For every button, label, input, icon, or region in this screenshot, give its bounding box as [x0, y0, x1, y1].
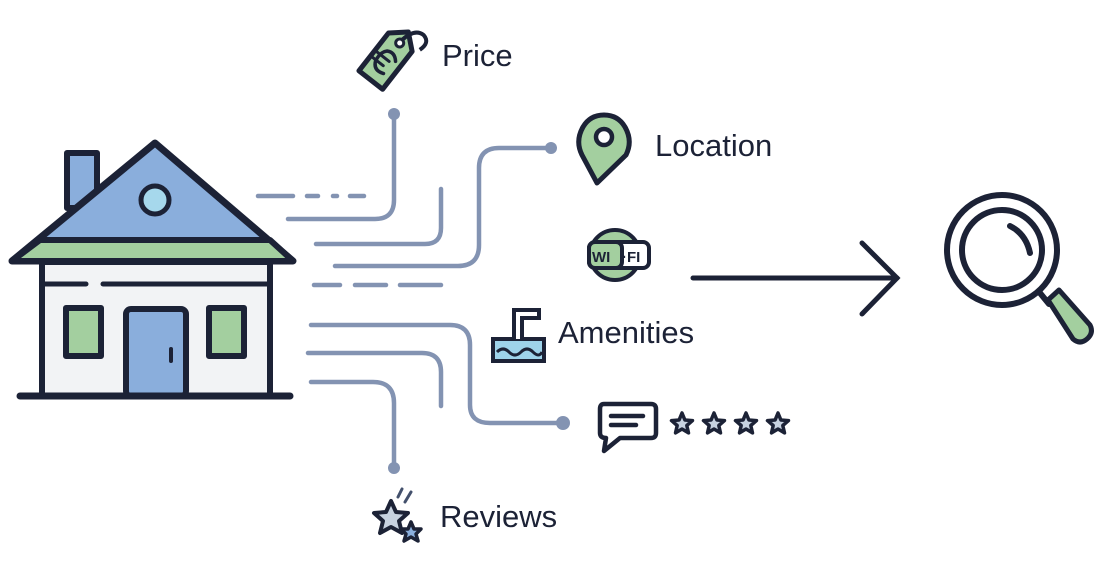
rating-star-icon	[733, 411, 759, 435]
house-icon	[8, 139, 297, 400]
swimming-pool-icon	[491, 308, 546, 363]
euro-price-tag-icon	[356, 29, 429, 92]
connector-price	[285, 111, 397, 222]
roof-eave	[9, 237, 296, 264]
door	[123, 306, 189, 399]
connector-lines	[255, 108, 570, 474]
label-reviews: Reviews	[440, 499, 558, 534]
connector-node	[388, 462, 400, 474]
rating-star-icon	[765, 411, 791, 435]
stars-icon	[372, 487, 423, 543]
connector-node	[556, 416, 570, 430]
connector-location	[332, 145, 554, 269]
connector-node	[388, 108, 400, 120]
arrow-icon	[690, 240, 901, 317]
wifi-badge-icon: WI ·FI	[587, 228, 651, 282]
label-location: Location	[655, 128, 773, 163]
wifi-badge-right: ·FI	[622, 249, 640, 266]
right-window	[206, 305, 247, 359]
label-amenities: Amenities	[558, 315, 695, 350]
connector-node	[545, 142, 557, 154]
left-window	[63, 305, 104, 359]
connector-ratings	[308, 322, 566, 426]
connector-branch	[313, 186, 444, 247]
connector-branch	[305, 350, 444, 409]
connector-reviews	[308, 379, 397, 471]
speech-bubble-icon	[597, 401, 659, 454]
rating-stars	[669, 411, 791, 435]
rating-star-icon	[701, 411, 727, 435]
label-price: Price	[442, 38, 513, 73]
attic-window	[138, 183, 172, 217]
map-pin-icon	[576, 112, 632, 186]
wifi-badge-left: WI	[592, 249, 610, 266]
rating-star-icon	[669, 411, 695, 435]
search-magnifier-icon	[944, 192, 1094, 345]
